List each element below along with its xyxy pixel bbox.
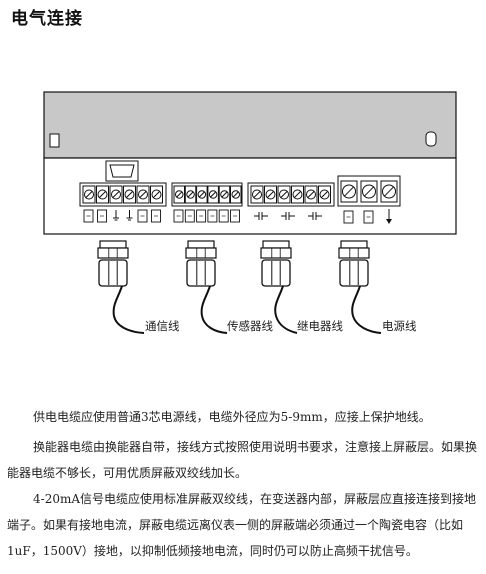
- cable-glands: [97, 240, 370, 287]
- right-indicator: [425, 131, 437, 147]
- terminal-block-comm: [79, 182, 167, 223]
- enclosure-upper-panel: [43, 91, 457, 159]
- terminal-block-relay: [247, 182, 335, 220]
- cable-comm: [112, 285, 145, 334]
- label-sensor-cable: 传感器线: [227, 319, 273, 333]
- serial-connector: [105, 160, 139, 182]
- terminal-block-sensor: [171, 182, 243, 223]
- label-power-cable: 电源线: [382, 319, 417, 333]
- terminal-block-power: [337, 175, 401, 224]
- label-comm-cable: 通信线: [145, 319, 180, 333]
- left-indicator: [49, 133, 60, 148]
- paragraph-power-cable: 供电电缆应使用普通3芯电源线，电缆外径应为5-9mm，应接上保护地线。: [33, 410, 431, 424]
- cable-power: [351, 285, 382, 334]
- cable-sensor: [200, 285, 228, 334]
- label-relay-cable: 继电器线: [297, 319, 343, 333]
- cable-relay: [274, 285, 298, 334]
- paragraph-transducer-cable: 换能器电缆由换能器自带，接线方式按照使用说明书要求，注意接上屏蔽层。如果换能器电…: [7, 440, 478, 480]
- page-title: 电气连接: [11, 9, 83, 29]
- wiring-diagram: 通信线 传感器线 继电器线 电源线: [43, 91, 457, 334]
- paragraph-signal-cable: 4-20mA信号电缆应使用标准屏蔽双绞线，在变送器内部，屏蔽层应直接连接到接地端…: [7, 492, 477, 558]
